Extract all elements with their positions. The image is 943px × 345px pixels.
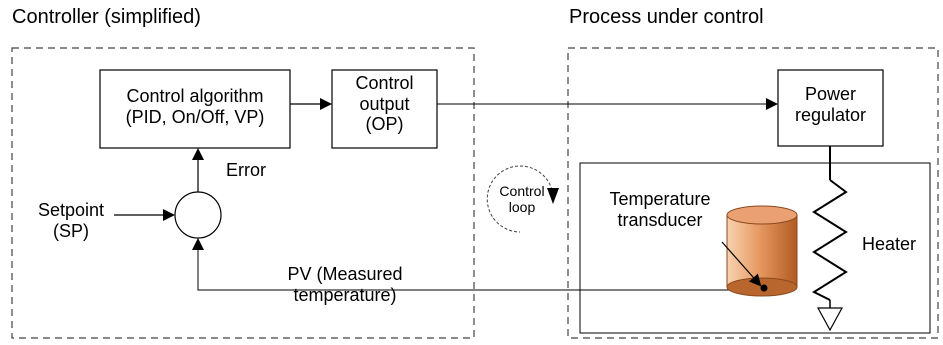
setpoint-label: Setpoint (SP) [26,200,116,241]
transducer-label: Temperature transducer [598,189,722,230]
setpoint-line-2: (SP) [53,220,89,241]
temperature-cylinder [726,205,798,297]
setpoint-line-1: Setpoint [37,200,105,220]
output-line-1: Control [355,73,414,93]
power-regulator-label: Power regulator [778,84,883,125]
regulator-line-1: Power [804,84,857,104]
pv-feedback-arrow [192,238,762,291]
power-regulator-box [777,69,884,147]
controller-title: Controller (simplified) [12,6,201,28]
pv-label: PV (Measured temperature) [260,264,430,305]
pv-line-2: temperature) [293,284,397,305]
control-loop-line-1: Control [499,183,545,199]
controller-region [11,47,475,339]
transducer-line-1: Temperature [609,189,711,209]
pv-line-1: PV (Measured [287,264,403,284]
regulator-line-2: regulator [794,104,867,125]
transducer-line-2: transducer [617,209,703,230]
heater-label: Heater [862,234,917,254]
algorithm-line-1: Control algorithm [126,86,264,106]
output-line-3: (OP) [365,114,404,135]
transducer-pointer [721,241,762,287]
heater-resistor [811,179,848,301]
ground-icon [816,307,844,332]
summing-junction [174,191,222,239]
output-line-2: output [359,93,410,114]
control-loop-circle [486,165,554,233]
sensor-dot [760,284,768,292]
process-title: Process under control [569,6,764,28]
control-loop-arrowhead [547,188,559,204]
output-label: Control output (OP) [332,73,437,135]
control-output-box [331,69,438,149]
control-loop-line-2: loop [508,199,536,216]
algorithm-label: Control algorithm (PID, On/Off, VP) [100,86,290,127]
algorithm-line-2: (PID, On/Off, VP) [125,106,265,127]
process-region [567,47,939,339]
control-loop-label: Control loop [492,183,552,215]
error-label: Error [226,160,266,180]
